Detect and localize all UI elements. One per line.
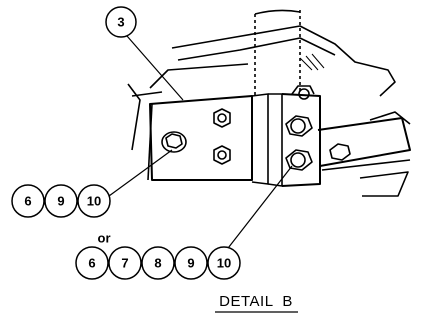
leader-lines xyxy=(108,35,293,253)
center-bolt-lower-face xyxy=(290,152,306,168)
callout-a-3: 10 xyxy=(87,194,101,209)
far-left-bracket-top xyxy=(131,91,163,97)
hex-nut-lower xyxy=(213,145,231,165)
callout-b-1: 6 xyxy=(88,256,95,271)
shaft-top-break xyxy=(254,9,301,15)
balloon-a-2 xyxy=(44,184,78,218)
balloon-a-3 xyxy=(77,184,111,218)
frame-hatching xyxy=(299,53,325,71)
balloon-b-4 xyxy=(174,246,208,280)
top-clip-bolt xyxy=(298,88,310,100)
far-left-bracket-edge xyxy=(127,83,141,151)
leader-3 xyxy=(126,35,184,101)
callout-3: 3 xyxy=(117,15,124,30)
center-bolt-upper xyxy=(285,115,313,137)
balloon-b-2 xyxy=(108,246,142,280)
hex-nut-lower-bore xyxy=(217,150,227,160)
balloon-b-3 xyxy=(141,246,175,280)
frame-left-edge xyxy=(149,63,249,89)
upper-frame-inner-line xyxy=(177,37,336,61)
right-strap-lower-edge xyxy=(321,159,411,171)
center-bolt-upper-face xyxy=(290,118,306,134)
leader-group-b xyxy=(224,165,293,253)
top-clip xyxy=(291,85,315,95)
left-angle-plate xyxy=(149,95,253,181)
right-strap-end xyxy=(359,171,409,197)
leader-group-a xyxy=(108,149,173,197)
center-plate-right xyxy=(281,93,321,187)
left-bolt-washer xyxy=(161,131,187,153)
assembly-illustration xyxy=(127,9,411,197)
balloon-3 xyxy=(105,6,137,38)
balloon-b-5 xyxy=(207,246,241,280)
upper-frame-outline xyxy=(171,25,396,97)
balloon-a-1 xyxy=(11,184,45,218)
strap-bolt-head xyxy=(329,143,351,161)
center-plate-left xyxy=(251,93,269,185)
callout-a-2: 9 xyxy=(57,194,64,209)
callout-b-4: 9 xyxy=(187,256,194,271)
callout-b-2: 7 xyxy=(121,256,128,271)
balloon-b-1 xyxy=(75,246,109,280)
callout-a-1: 6 xyxy=(24,194,31,209)
balloons xyxy=(11,6,241,280)
right-strap-top xyxy=(369,111,411,125)
hex-nut-upper xyxy=(213,108,231,128)
right-strap xyxy=(317,117,411,167)
callout-labels: 3 6 9 10 or 6 7 8 9 10 xyxy=(24,15,231,271)
or-label: or xyxy=(98,231,111,246)
callout-b-5: 10 xyxy=(217,256,231,271)
left-bolt-head xyxy=(165,133,183,149)
center-plate-mid xyxy=(267,93,283,187)
callout-b-3: 8 xyxy=(154,256,161,271)
hex-nut-upper-bore xyxy=(217,113,227,123)
detail-title: DETAIL B xyxy=(219,293,293,310)
